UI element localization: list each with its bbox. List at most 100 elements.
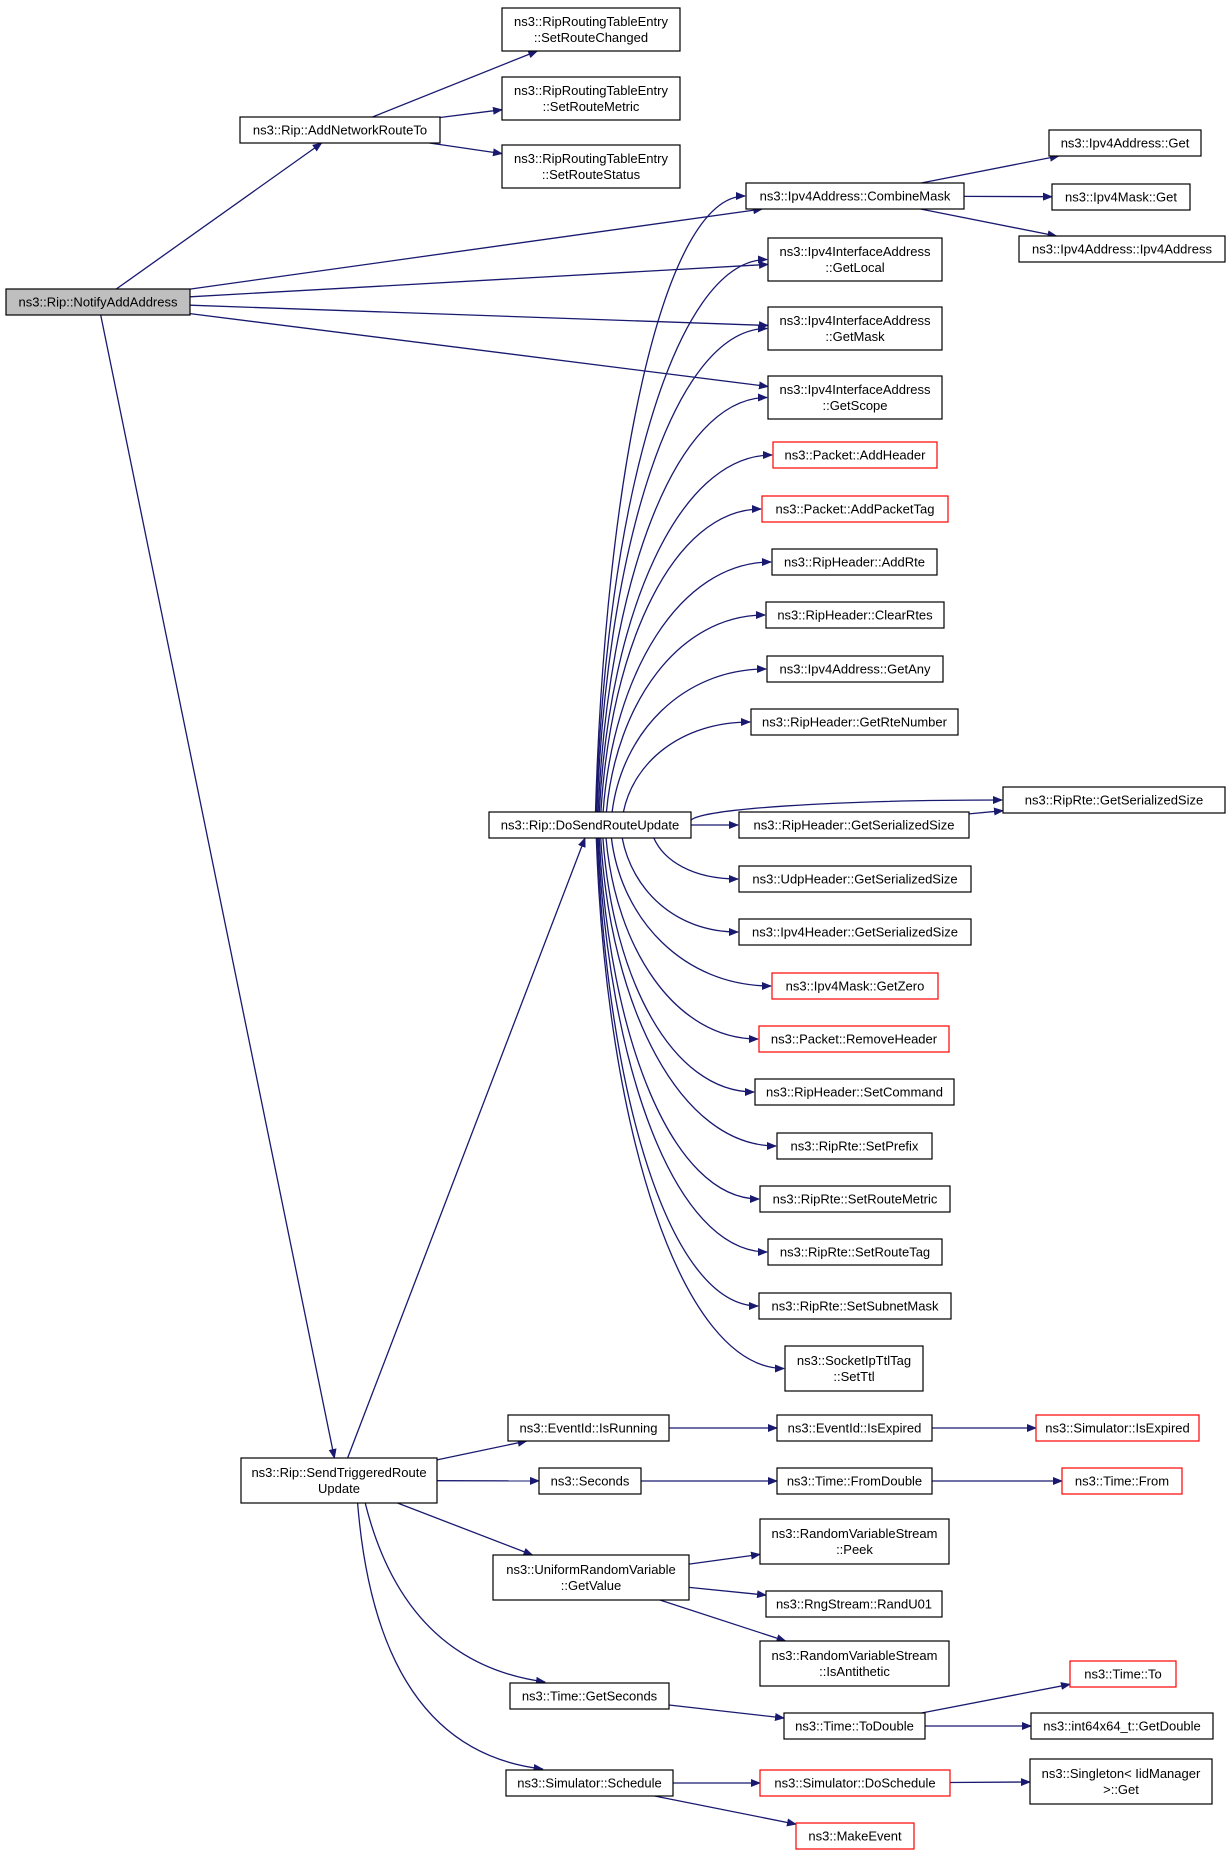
- node-getscope[interactable]: ns3::Ipv4InterfaceAddress::GetScope: [767, 375, 943, 420]
- node-label: ::SetTtl: [833, 1369, 874, 1384]
- node-box: [750, 708, 959, 736]
- node-addrctor[interactable]: ns3::Ipv4Address::Ipv4Address: [1018, 235, 1226, 263]
- node-label: ns3::Ipv4Address::CombineMask: [760, 189, 951, 204]
- edge-dosend-to-ipv4sersize: [621, 837, 739, 936]
- node-removeheader[interactable]: ns3::Packet::RemoveHeader: [758, 1025, 950, 1053]
- node-simisexpired[interactable]: ns3::Simulator::IsExpired: [1035, 1414, 1200, 1442]
- node-setprefix[interactable]: ns3::RipRte::SetPrefix: [776, 1132, 933, 1160]
- edge-dosend-to-getrtenumber: [622, 718, 751, 813]
- node-label: ns3::EventId::IsExpired: [788, 1421, 922, 1436]
- node-label: ns3::Time::From: [1075, 1474, 1169, 1489]
- node-addpackettag[interactable]: ns3::Packet::AddPacketTag: [761, 495, 949, 523]
- node-dosend[interactable]: ns3::Rip::DoSendRouteUpdate: [488, 811, 692, 839]
- node-getseconds[interactable]: ns3::Time::GetSeconds: [509, 1682, 670, 1710]
- node-setstatus[interactable]: ns3::RipRoutingTableEntry::SetRouteStatu…: [501, 144, 681, 189]
- node-label: ::SetRouteChanged: [534, 30, 648, 45]
- node-ipv4sersize[interactable]: ns3::Ipv4Header::GetSerializedSize: [738, 918, 972, 946]
- node-maskget[interactable]: ns3::Ipv4Mask::Get: [1051, 183, 1191, 211]
- node-box: [784, 1345, 924, 1392]
- node-getmask[interactable]: ns3::Ipv4InterfaceAddress::GetMask: [767, 306, 943, 351]
- node-getzero[interactable]: ns3::Ipv4Mask::GetZero: [771, 972, 939, 1000]
- node-label: ns3::RipRte::SetPrefix: [791, 1139, 919, 1154]
- node-label: ns3::RandomVariableStream: [772, 1648, 938, 1663]
- node-todouble[interactable]: ns3::Time::ToDouble: [783, 1712, 926, 1740]
- node-timefrom[interactable]: ns3::Time::From: [1061, 1467, 1183, 1495]
- node-box: [738, 865, 972, 893]
- node-addrte[interactable]: ns3::RipHeader::AddRte: [771, 548, 938, 576]
- node-makeevent[interactable]: ns3::MakeEvent: [795, 1822, 915, 1850]
- node-box: [501, 76, 681, 121]
- node-label: ns3::Ipv4InterfaceAddress: [779, 382, 931, 397]
- edge-addnet-to-setstatus: [429, 142, 503, 157]
- edge-dosend-to-getscope: [597, 393, 768, 813]
- node-getrtenumber[interactable]: ns3::RipHeader::GetRteNumber: [750, 708, 959, 736]
- node-addheader[interactable]: ns3::Packet::AddHeader: [772, 441, 938, 469]
- node-timeto[interactable]: ns3::Time::To: [1069, 1660, 1177, 1688]
- node-getany[interactable]: ns3::Ipv4Address::GetAny: [766, 655, 944, 683]
- edge-dosend-to-getmask: [596, 324, 768, 813]
- node-schedule[interactable]: ns3::Simulator::Schedule: [505, 1769, 674, 1797]
- node-label: ns3::Rip::DoSendRouteUpdate: [501, 818, 680, 833]
- node-randu01[interactable]: ns3::RngStream::RandU01: [765, 1590, 943, 1618]
- node-label: ns3::Rip::NotifyAddAddress: [19, 295, 178, 310]
- node-label: ns3::Ipv4Address::GetAny: [779, 662, 931, 677]
- node-isrunning[interactable]: ns3::EventId::IsRunning: [507, 1414, 670, 1442]
- node-int64getdouble[interactable]: ns3::int64x64_t::GetDouble: [1030, 1712, 1214, 1740]
- node-notify[interactable]: ns3::Rip::NotifyAddAddress: [5, 288, 191, 316]
- node-box: [767, 375, 943, 420]
- node-addnet[interactable]: ns3::Rip::AddNetworkRouteTo: [239, 116, 441, 144]
- node-label: ns3::Packet::AddHeader: [785, 448, 927, 463]
- node-label: ::GetScope: [822, 398, 887, 413]
- node-isexpired[interactable]: ns3::EventId::IsExpired: [776, 1414, 933, 1442]
- node-label: ns3::RipHeader::ClearRtes: [777, 608, 933, 623]
- node-setsubnetmask[interactable]: ns3::RipRte::SetSubnetMask: [758, 1292, 952, 1320]
- node-rtesetmetric[interactable]: ns3::RipRte::SetRouteMetric: [759, 1185, 951, 1213]
- node-label: ns3::Ipv4InterfaceAddress: [779, 313, 931, 328]
- node-box: [766, 655, 944, 683]
- node-addrget[interactable]: ns3::Ipv4Address::Get: [1048, 129, 1202, 157]
- node-udpsersize[interactable]: ns3::UdpHeader::GetSerializedSize: [738, 865, 972, 893]
- node-setroutetag[interactable]: ns3::RipRte::SetRouteTag: [767, 1238, 943, 1266]
- node-label: ns3::RipRoutingTableEntry: [514, 151, 668, 166]
- node-fromdouble[interactable]: ns3::Time::FromDouble: [776, 1467, 933, 1495]
- node-label: ns3::MakeEvent: [808, 1829, 902, 1844]
- node-label: >::Get: [1103, 1782, 1139, 1797]
- node-singletonget[interactable]: ns3::Singleton< IidManager>::Get: [1029, 1758, 1213, 1805]
- node-label: ::GetValue: [561, 1578, 621, 1593]
- node-label: ns3::Time::FromDouble: [787, 1474, 922, 1489]
- edge-dosend-to-addheader: [598, 451, 773, 813]
- node-getlocal[interactable]: ns3::Ipv4InterfaceAddress::GetLocal: [767, 237, 943, 282]
- node-label: ns3::Packet::AddPacketTag: [776, 502, 935, 517]
- edge-notify-to-sendtriggered: [100, 314, 337, 1459]
- node-peek[interactable]: ns3::RandomVariableStream::Peek: [759, 1518, 950, 1565]
- node-label: ns3::RipRte::SetSubnetMask: [772, 1299, 939, 1314]
- node-isantithetic[interactable]: ns3::RandomVariableStream::IsAntithetic: [759, 1640, 950, 1687]
- edge-notify-to-combinemask: [189, 206, 764, 290]
- node-setttl[interactable]: ns3::SocketIpTtlTag::SetTtl: [784, 1345, 924, 1392]
- node-setchanged[interactable]: ns3::RipRoutingTableEntry::SetRouteChang…: [501, 7, 681, 52]
- node-setcommand[interactable]: ns3::RipHeader::SetCommand: [754, 1078, 955, 1106]
- node-label: ::IsAntithetic: [819, 1664, 890, 1679]
- node-box: [1069, 1660, 1177, 1688]
- node-seconds[interactable]: ns3::Seconds: [538, 1467, 642, 1495]
- node-box: [771, 972, 939, 1000]
- node-label: ns3::Packet::RemoveHeader: [771, 1032, 938, 1047]
- edge-dosend-to-clearrtes: [605, 611, 766, 813]
- node-clearrtes[interactable]: ns3::RipHeader::ClearRtes: [765, 601, 945, 629]
- node-label: ::SetRouteStatus: [542, 167, 641, 182]
- edge-notify-to-getscope: [189, 312, 769, 390]
- node-box: [758, 1025, 950, 1053]
- node-urvgetvalue[interactable]: ns3::UniformRandomVariable::GetValue: [492, 1554, 690, 1601]
- node-label: ns3::Ipv4Header::GetSerializedSize: [752, 925, 958, 940]
- edge-ripheadersersize-to-rtesersize: [968, 807, 1004, 816]
- node-combinemask[interactable]: ns3::Ipv4Address::CombineMask: [745, 182, 965, 210]
- node-label: ns3::Ipv4InterfaceAddress: [779, 244, 931, 259]
- node-doschedule[interactable]: ns3::Simulator::DoSchedule: [759, 1769, 951, 1797]
- node-box: [772, 441, 938, 469]
- node-label: ns3::RipHeader::GetSerializedSize: [754, 818, 955, 833]
- node-rtesersize[interactable]: ns3::RipRte::GetSerializedSize: [1002, 786, 1226, 814]
- node-setmetric[interactable]: ns3::RipRoutingTableEntry::SetRouteMetri…: [501, 76, 681, 121]
- node-box: [239, 116, 441, 144]
- node-ripheadersersize[interactable]: ns3::RipHeader::GetSerializedSize: [738, 811, 970, 839]
